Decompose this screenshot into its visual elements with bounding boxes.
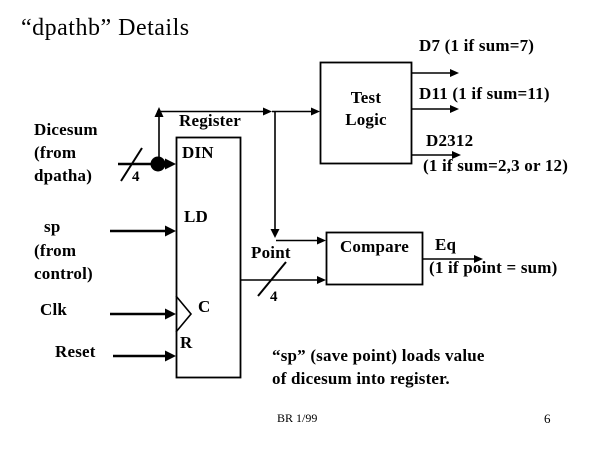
feedback-up-arrowhead-icon <box>154 107 164 117</box>
point-label: Point <box>251 243 291 262</box>
d11-arrowhead-icon <box>450 105 459 113</box>
sp-label-line3: control) <box>34 264 93 283</box>
register-pin-din: DIN <box>182 143 214 162</box>
d7-arrowhead-icon <box>450 69 459 77</box>
dicesum-bus-width-label: 4 <box>132 169 140 185</box>
clock-edge-chevron-icon <box>175 295 193 333</box>
register-pin-r: R <box>180 333 193 352</box>
eq-arrowhead-icon <box>474 255 483 263</box>
reset-arrowhead-icon <box>165 350 176 362</box>
compare-sum-arrowhead-icon <box>317 236 326 245</box>
sp-arrowhead-icon <box>165 225 176 237</box>
test-logic-label-line2: Logic <box>345 110 387 129</box>
footer-credit: BR 1/99 <box>277 411 318 425</box>
clk-arrowhead-icon <box>165 308 176 320</box>
d2312-output-desc: (1 if sum=2,3 or 12) <box>423 156 569 175</box>
eq-output-desc: (1 if point = sum) <box>429 258 558 277</box>
d11-output-label: D11 (1 if sum=11) <box>419 84 550 103</box>
dicesum-label-line1: Dicesum <box>34 120 98 139</box>
dicesum-label-line3: dpatha) <box>34 166 93 185</box>
feedback-junction-arrowhead-icon <box>263 107 272 116</box>
point-arrowhead-icon <box>317 276 326 284</box>
eq-output-label: Eq <box>435 235 457 254</box>
point-bus-width-label: 4 <box>270 289 278 305</box>
register-box <box>175 136 242 379</box>
point-bus-slash <box>257 261 287 297</box>
page-number: 6 <box>544 411 551 426</box>
junction-dot <box>150 156 166 172</box>
slide-title: “dpathb” Details <box>21 15 190 41</box>
dicesum-bus-slash <box>120 147 143 182</box>
compare-label: Compare <box>339 237 410 256</box>
register-pin-ld: LD <box>184 207 209 226</box>
test-logic-input-arrowhead-icon <box>311 107 320 116</box>
sp-label-line2: (from <box>34 241 77 260</box>
d7-output-label: D7 (1 if sum=7) <box>419 36 535 55</box>
compare-branch-down-arrowhead-icon <box>270 229 280 238</box>
d2312-output-label: D2312 <box>426 131 474 150</box>
d2312-arrowhead-icon <box>452 151 461 159</box>
sp-label-line1: sp <box>44 217 61 236</box>
reset-label: Reset <box>55 342 96 361</box>
note-line1: “sp” (save point) loads value <box>272 346 485 365</box>
note-line2: of dicesum into register. <box>272 369 450 388</box>
clk-label: Clk <box>40 300 68 319</box>
test-logic-label: Test Logic <box>320 87 412 131</box>
test-logic-label-line1: Test <box>350 88 382 107</box>
register-pin-c: C <box>198 297 211 316</box>
register-title: Register <box>179 111 242 130</box>
compare-box <box>325 231 424 286</box>
dicesum-arrowhead-icon <box>165 158 176 170</box>
test-logic-box <box>319 61 413 165</box>
dicesum-label-line2: (from <box>34 143 77 162</box>
